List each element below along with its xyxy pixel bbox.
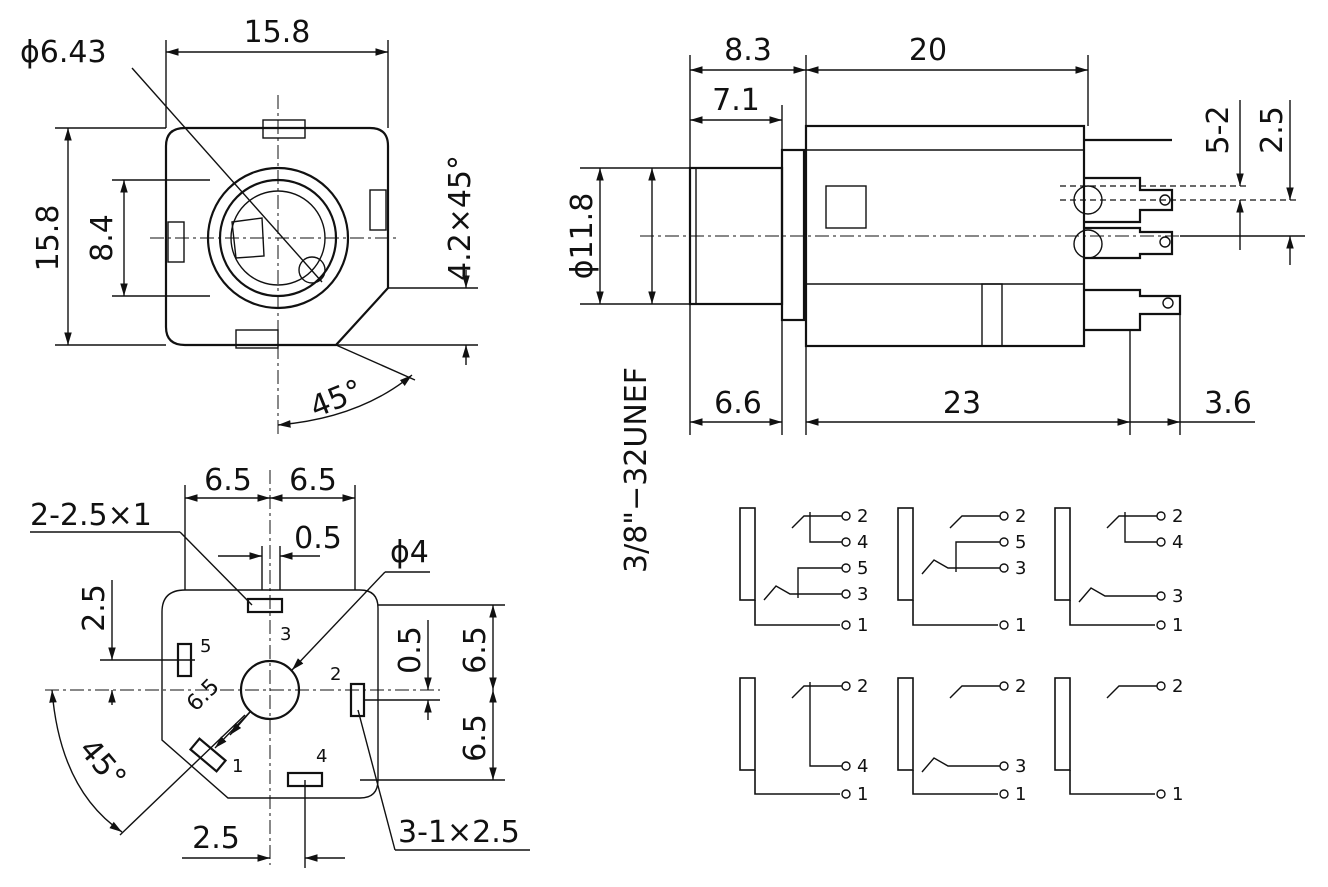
side-pin-offset-label: 2.5 bbox=[1255, 106, 1290, 154]
pcb-slot3-label: 3-1×2.5 bbox=[398, 815, 520, 850]
pcb-diag-label: 6.5 bbox=[182, 674, 224, 716]
pcb-v25-label: 2.5 bbox=[77, 584, 112, 632]
pin-label: 2 bbox=[1172, 506, 1183, 527]
front-body-outline bbox=[164, 126, 390, 347]
pcb-p1-label: 6.5 bbox=[204, 463, 252, 498]
schematic-3: 2 4 3 1 bbox=[1054, 506, 1183, 636]
pcb-hole bbox=[239, 659, 301, 721]
pin-label: 2 bbox=[1015, 506, 1026, 527]
pcb-v65b-label: 6.5 bbox=[458, 714, 493, 762]
pad-label-2: 2 bbox=[330, 664, 341, 685]
side-d6-label: 3.6 bbox=[1204, 386, 1252, 421]
slot-1 bbox=[188, 737, 228, 773]
front-inner-label: 8.4 bbox=[85, 214, 120, 262]
body-slot bbox=[825, 185, 867, 229]
pin-label: 3 bbox=[1015, 756, 1026, 777]
pin-label: 2 bbox=[857, 676, 868, 697]
pcb-v05-label: 0.5 bbox=[393, 626, 428, 674]
side-pin-pitch-label: 5-2 bbox=[1201, 106, 1236, 155]
side-d2-label: 20 bbox=[909, 33, 947, 68]
side-d3-label: 7.1 bbox=[712, 83, 760, 118]
bore-small bbox=[298, 256, 326, 284]
pin-label: 3 bbox=[1172, 586, 1183, 607]
front-chamfer-label: 4.2×45° bbox=[443, 155, 478, 281]
contact-spring bbox=[231, 217, 265, 259]
pad-label-3: 3 bbox=[280, 624, 291, 645]
front-width-label: 15.8 bbox=[244, 15, 311, 50]
pin-label: 5 bbox=[1015, 532, 1026, 553]
top-tab bbox=[262, 119, 306, 139]
pin-label: 2 bbox=[857, 506, 868, 527]
pcb-v65a-label: 6.5 bbox=[458, 626, 493, 674]
pin-label: 4 bbox=[857, 756, 868, 777]
front-height-label: 15.8 bbox=[31, 205, 66, 272]
pcb-p2-label: 6.5 bbox=[289, 463, 337, 498]
pcb-b25-label: 2.5 bbox=[192, 821, 240, 856]
flange bbox=[780, 148, 806, 322]
schematic-1: 2 4 5 3 1 bbox=[739, 506, 868, 636]
pin-label: 4 bbox=[857, 532, 868, 553]
pin-label: 1 bbox=[857, 615, 868, 636]
left-tab bbox=[167, 221, 185, 263]
pcb-hole-label: ϕ4 bbox=[390, 535, 429, 570]
pin-label: 1 bbox=[1172, 615, 1183, 636]
schematic-6: 21 bbox=[1054, 676, 1183, 805]
pin-label: 4 bbox=[1172, 532, 1183, 553]
pin-label: 3 bbox=[1015, 558, 1026, 579]
pcb-view: 3 5 2 4 1 6.5 6.5 2-2.5×1 0.5 ϕ4 2.5 bbox=[30, 463, 530, 868]
schematic-2: 2 5 3 1 bbox=[897, 506, 1026, 636]
pcb-angle-label: 45° bbox=[72, 732, 133, 795]
side-d1-label: 8.3 bbox=[724, 33, 772, 68]
pin-label: 2 bbox=[1172, 676, 1183, 697]
side-d4-label: 6.6 bbox=[714, 386, 762, 421]
pin-label: 1 bbox=[1015, 784, 1026, 805]
schematic-5: 2 3 1 bbox=[897, 676, 1026, 805]
side-view: 8.3 20 7.1 5-2 2.5 ϕ11.8 3/8"−32UNEF 6.6… bbox=[565, 33, 1305, 573]
front-angle-label: 45° bbox=[305, 373, 367, 425]
pcb-d05a-label: 0.5 bbox=[294, 521, 342, 556]
front-bore-dia-label: ϕ6.43 bbox=[20, 35, 107, 70]
pin-label: 3 bbox=[857, 584, 868, 605]
pad-label-1: 1 bbox=[232, 756, 243, 777]
pad-label-5: 5 bbox=[200, 636, 211, 657]
front-view: 15.8 ϕ6.43 15.8 8.4 4.2×45° 45° bbox=[20, 15, 478, 436]
side-d5-label: 23 bbox=[943, 386, 981, 421]
side-thread-dia-label: ϕ11.8 bbox=[565, 193, 600, 280]
pcb-outline bbox=[161, 589, 379, 799]
pin-label: 1 bbox=[857, 784, 868, 805]
schematic-4: 2 4 1 bbox=[739, 676, 868, 805]
slot-2 bbox=[349, 682, 366, 718]
pin-label: 5 bbox=[857, 558, 868, 579]
right-tab bbox=[369, 189, 387, 231]
body-rib bbox=[981, 283, 1003, 347]
pin-label: 1 bbox=[1015, 615, 1026, 636]
pad-label-4: 4 bbox=[316, 746, 327, 767]
slot-3 bbox=[246, 597, 284, 614]
pin-label: 1 bbox=[1172, 784, 1183, 805]
pcb-slot2-label: 2-2.5×1 bbox=[30, 498, 152, 533]
pin-label: 2 bbox=[1015, 676, 1026, 697]
side-thread-spec-label: 3/8"−32UNEF bbox=[619, 367, 654, 573]
